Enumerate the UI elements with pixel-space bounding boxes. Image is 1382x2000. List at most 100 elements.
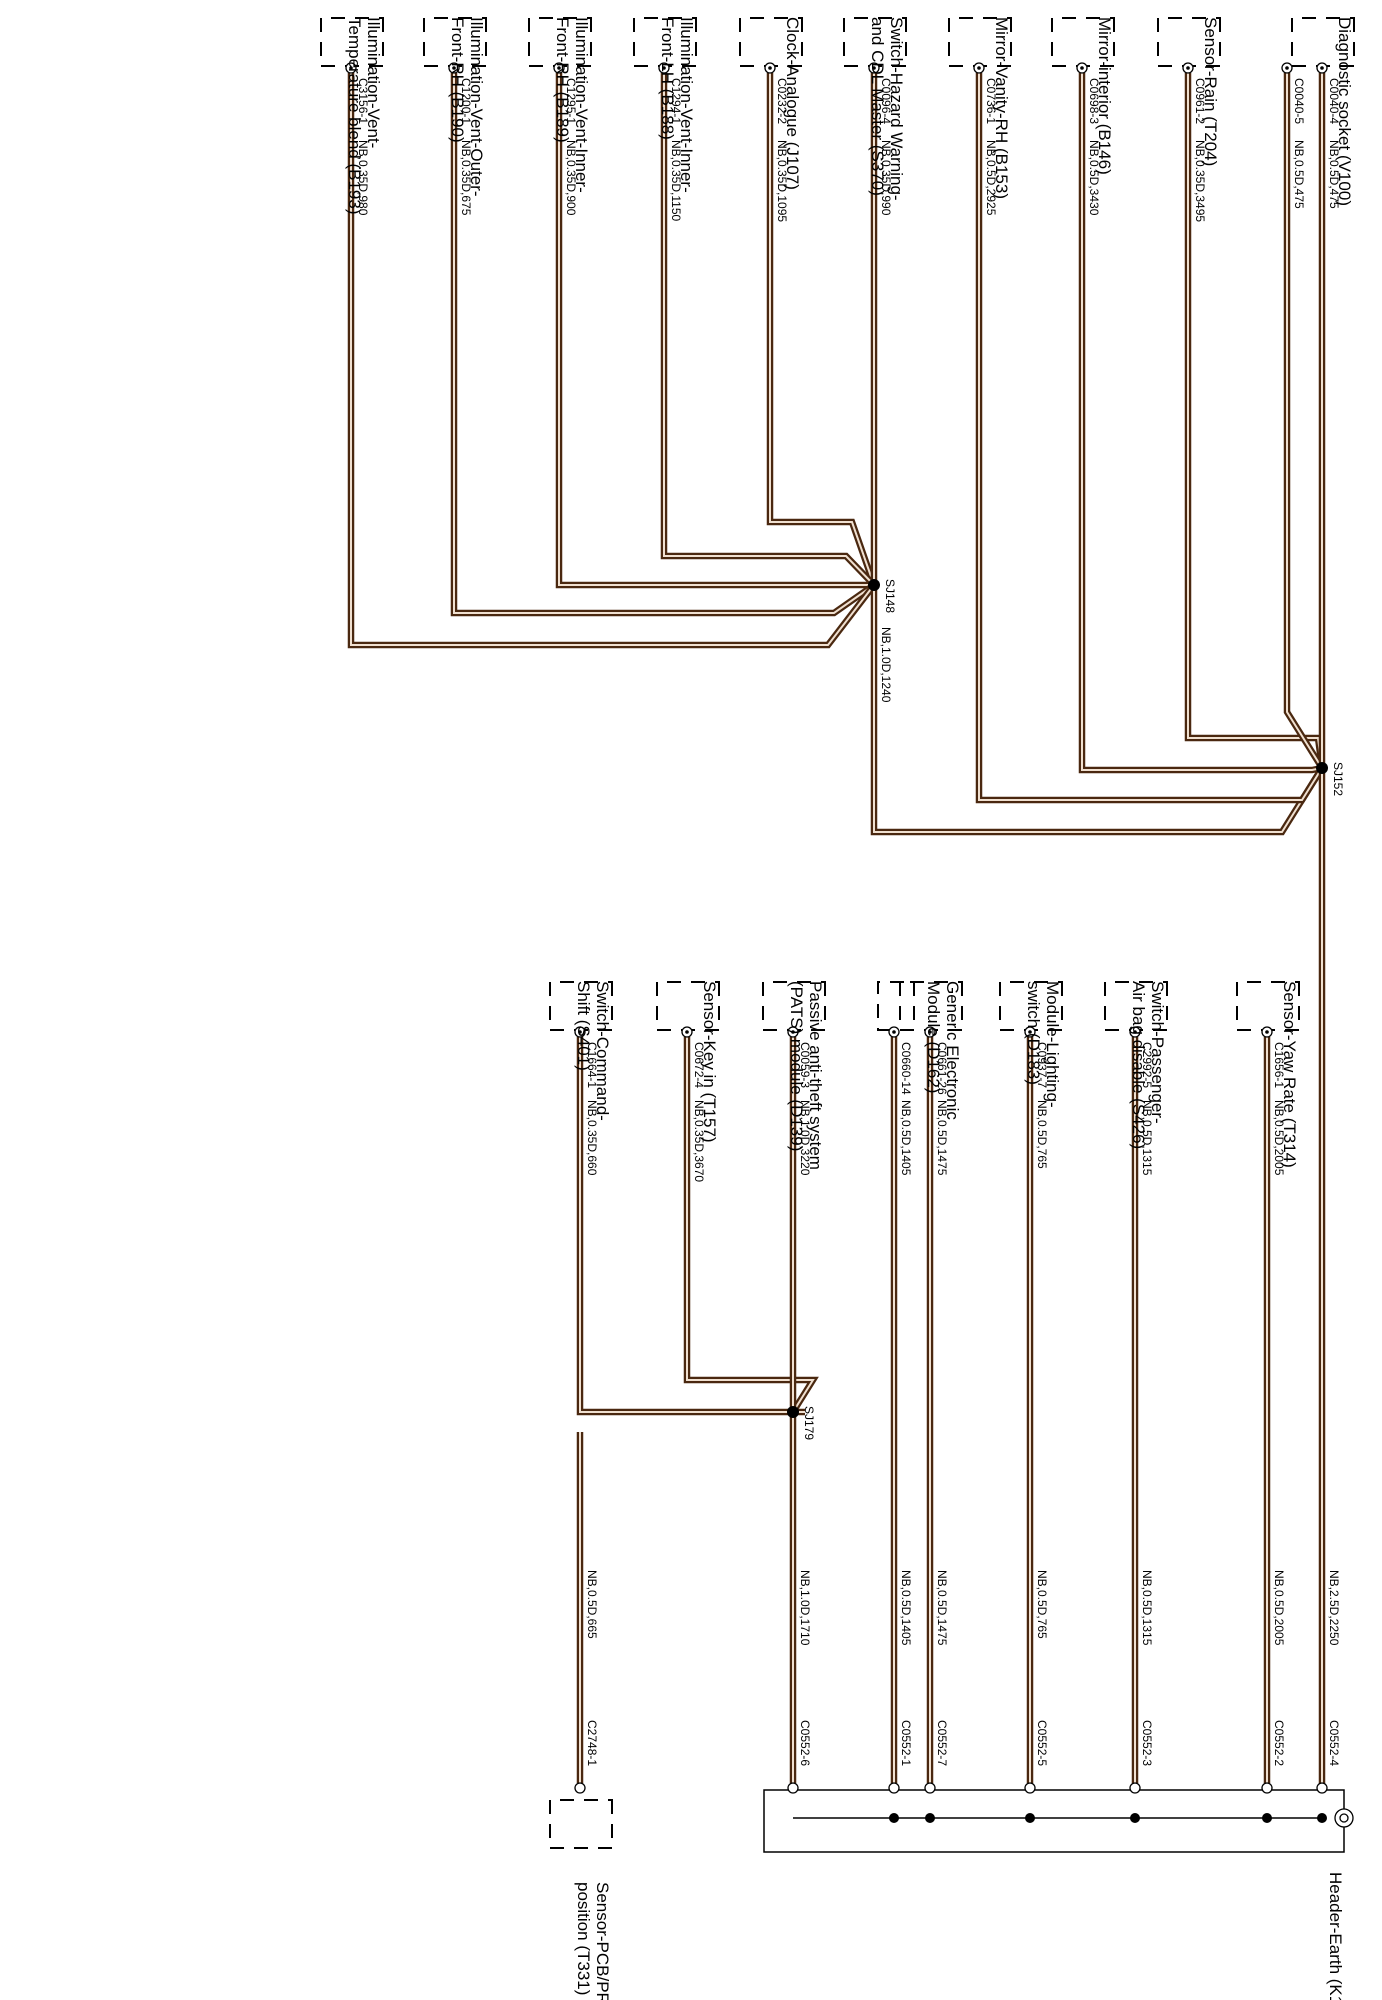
connector-clock <box>739 17 803 74</box>
wire-ill-inner-rh-inner <box>558 73 874 586</box>
title-prnd-1: position (T331) <box>574 1882 593 1995</box>
pin-label-diag: C0040-4 <box>1327 78 1341 124</box>
wire-label-gem-header: NB,0.5D,1475 <box>935 1570 949 1646</box>
splice-label-sj148: SJ148 <box>883 579 897 613</box>
wire-clock-inner <box>769 73 875 586</box>
pin-dot-clock <box>768 66 772 70</box>
wire-label-sj152: NB,2.5D,2250 <box>1327 1570 1341 1646</box>
pin-dot-diag <box>1320 66 1324 70</box>
wire-label-pats: NB,1.0D,3220 <box>798 1100 812 1176</box>
pin-label-gem2: C0660-14 <box>899 1042 913 1095</box>
wire-label-ill-outer-rh: NB,0.35D,675 <box>459 140 473 216</box>
header-pin-2 <box>1129 1782 1141 1794</box>
header-pin-label-3: C0552-5 <box>1035 1720 1049 1766</box>
title-ill-inner-lh-1: Front-LH (B188) <box>658 17 677 140</box>
pin-dot-ill-temp <box>349 66 353 70</box>
pin-label-clock: C0232-2 <box>775 78 789 124</box>
header-pin-0 <box>1316 1782 1328 1794</box>
wire-label-rain: NB,0.35D,3495 <box>1193 140 1207 222</box>
pin-dot-cmdshift <box>578 1030 582 1034</box>
pin-label-hazard: C0096-4 <box>879 78 893 124</box>
wire-label-gem2: NB,0.5D,1405 <box>899 1100 913 1176</box>
title-mirror-int-0: Mirror-interior (B146) <box>1095 17 1114 175</box>
wire-label-sj179: NB,1.0D,1710 <box>798 1570 812 1646</box>
header-title: Header-Earth (K108) <box>1326 1872 1345 2000</box>
splice-sj148 <box>868 579 880 591</box>
pin-dot-rain <box>1186 66 1190 70</box>
header-bus-node-0 <box>1317 1813 1327 1823</box>
header-bus-node-2 <box>1130 1813 1140 1823</box>
connector-pats <box>762 981 826 1038</box>
wires <box>347 73 1326 1790</box>
title-mirror-vanity-0: Mirror-Vanity-RH (B153) <box>992 17 1011 199</box>
pin-dot-lighting <box>1028 1030 1032 1034</box>
wire-label-mirror-int: NB,0.5D,3430 <box>1087 140 1101 216</box>
title-cmdshift-1: Shift (S401) <box>574 981 593 1071</box>
pin-dot-ill-outer-rh <box>452 66 456 70</box>
pin-dot-mirror-vanity <box>977 66 981 70</box>
title-ill-outer-rh-1: Front-RH (B190) <box>448 17 467 143</box>
connector-box-prnd <box>549 1799 613 1849</box>
pin-dot-ill-inner-lh <box>662 66 666 70</box>
connector-ill-inner-rh <box>528 17 592 74</box>
pin-label-yaw: C1656-1 <box>1272 1042 1286 1088</box>
pin-label-gem: C0661-26 <box>935 1042 949 1095</box>
wire-ill-inner-lh <box>660 73 877 588</box>
wire-cmdshift <box>576 1037 805 1416</box>
wire-label-cmdshift: NB,0.35D,660 <box>585 1100 599 1176</box>
title-cmdshift-0: Switch-Command- <box>593 981 612 1121</box>
title-hazard-1: and CDL Master (S370) <box>868 17 887 196</box>
wire-keyin-inner <box>686 1037 815 1413</box>
connector-gem <box>899 981 963 1038</box>
title-diag-0: Diagnostic socket (V100) <box>1335 17 1354 206</box>
pin-dot-yaw <box>1265 1030 1269 1034</box>
pin-label-mirror-int: C0698-3 <box>1087 78 1101 124</box>
splice-label-sj179: SJ179 <box>802 1406 816 1440</box>
header-pin-label-5: C0552-1 <box>899 1720 913 1766</box>
pin-label-pats: C0059-3 <box>798 1042 812 1088</box>
header-pin-label-1: C0552-2 <box>1272 1720 1286 1766</box>
title-lighting-1: switch (D183) <box>1024 981 1043 1085</box>
pin-dot-gem <box>928 1030 932 1034</box>
pin-label-prnd: C2748-1 <box>585 1720 599 1766</box>
pin-dot-hazard <box>872 66 876 70</box>
title-gem-1: Module (D162) <box>924 981 943 1093</box>
wire-ill-inner-rh-outer <box>555 73 874 589</box>
wire-label-keyin: NB,0.35D,3670 <box>692 1100 706 1182</box>
wire-label-diag: NB,0.5D,475 <box>1327 140 1341 209</box>
header-k108-frame <box>763 1789 1345 1853</box>
connector-lighting <box>999 981 1063 1038</box>
pin-label-rain: C0961-2 <box>1193 78 1207 124</box>
header-pin-6 <box>787 1782 799 1794</box>
header-pin-label-2: C0552-3 <box>1140 1720 1154 1766</box>
wire-sj148-sj152-inner <box>873 585 1323 833</box>
pin-dot-gem2 <box>892 1030 896 1034</box>
wire-ill-temp <box>347 73 877 649</box>
wire-keyin <box>683 1037 819 1414</box>
wire-diag2 <box>1283 73 1325 770</box>
wire-label-gem2-header: NB,0.5D,1405 <box>899 1570 913 1646</box>
title-pats-1: (PATS) module (D139) <box>787 981 806 1151</box>
wire-label-lighting: NB,0.5D,765 <box>1035 1100 1049 1169</box>
header-pin-3 <box>1024 1782 1036 1794</box>
connector-ill-outer-rh <box>423 17 487 74</box>
title-pass-airbag-1: Air bag disable (S426) <box>1129 981 1148 1149</box>
pin-dot-mirror-int <box>1080 66 1084 70</box>
nodes <box>320 17 1355 1853</box>
earth-symbol-inner <box>1339 1813 1349 1823</box>
wire-label-sj148: NB,1.0D,1240 <box>879 627 893 703</box>
pin-dot-pats <box>791 1030 795 1034</box>
connector-yaw <box>1236 981 1300 1038</box>
title-lighting-0: Module-Lighting- <box>1043 981 1062 1108</box>
pin-label-ill-inner-rh: C1295-1 <box>564 78 578 124</box>
title-gem-0: Generic Electronic <box>943 981 962 1120</box>
title-ill-temp-0: Illumination-Vent- <box>364 17 383 148</box>
header-bus-node-4 <box>925 1813 935 1823</box>
wire-ill-inner-rh <box>555 73 874 589</box>
pin-label-keyin: C0672-4 <box>692 1042 706 1088</box>
title-rain-0: Sensor-Rain (T204) <box>1201 17 1220 166</box>
pin-dot-keyin <box>685 1030 689 1034</box>
wire-sj148-sj152-outer <box>870 585 1325 836</box>
wire-cmdshift-outer <box>576 1037 805 1416</box>
header-pin-5 <box>888 1782 900 1794</box>
